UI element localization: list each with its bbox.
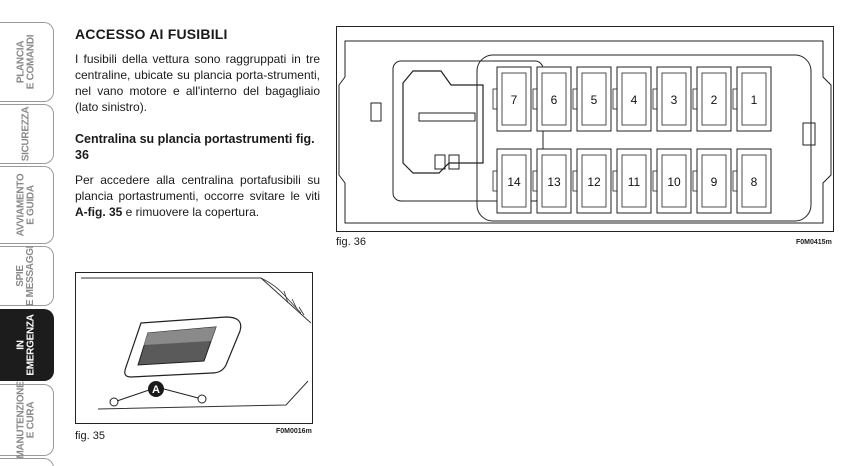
side-tab-label: MANUTENZIONE E CURA — [15, 381, 37, 459]
fuse-slot-8: 8 — [732, 148, 772, 214]
fuse-number: 5 — [591, 93, 598, 107]
side-tab-avviamento[interactable]: AVVIAMENTO E GUIDA — [0, 166, 54, 244]
side-tab-label: SICUREZZA — [20, 106, 32, 162]
subsection-title: Centralina su plancia portastrumenti fig… — [75, 132, 315, 162]
fuse-number: 8 — [751, 175, 758, 189]
fuse-box-figure: 7 6 5 4 3 2 1 14 13 12 11 10 9 8 — [336, 26, 834, 232]
fuse-number: 11 — [628, 175, 641, 189]
dashboard-cover-drawing: A — [81, 277, 312, 410]
figure-36-code: F0M0415m — [796, 239, 832, 246]
fuse-number: 1 — [751, 93, 758, 107]
side-tab-next[interactable] — [0, 458, 54, 466]
dashboard-cover-figure: A — [75, 272, 313, 424]
figure-35-caption: fig. 35 — [75, 430, 105, 442]
fuse-number: 6 — [551, 93, 558, 107]
fuse-number: 14 — [507, 175, 521, 189]
figure-35-code: F0M0016m — [276, 428, 312, 435]
fuse-number: 3 — [671, 93, 678, 107]
fuse-number: 2 — [711, 93, 718, 107]
figure-36-caption: fig. 36 — [336, 236, 366, 248]
fuse-slot-10: 10 — [652, 148, 692, 214]
side-tab-emergenza[interactable]: IN EMERGENZA — [0, 309, 54, 381]
fuse-number: 12 — [587, 175, 601, 189]
fuse-number: 7 — [511, 93, 518, 107]
fuse-slot-6: 6 — [532, 66, 572, 132]
side-tab-plancia[interactable]: PLANCIA E COMANDI — [0, 22, 54, 102]
figure-reference: A-fig. 35 — [75, 205, 123, 219]
side-tab-label: AVVIAMENTO E GUIDA — [15, 173, 37, 237]
fuse-slot-3: 3 — [652, 66, 692, 132]
side-tab-manutenzione[interactable]: MANUTENZIONE E CURA — [0, 381, 54, 459]
intro-paragraph: I fusibili della vettura sono raggruppat… — [75, 52, 320, 114]
fuse-slot-9: 9 — [692, 148, 732, 214]
side-tab-sicurezza[interactable]: SICUREZZA — [0, 104, 54, 164]
fuse-slot-2: 2 — [692, 66, 732, 132]
fuse-slot-11: 11 — [612, 148, 652, 214]
instruction-text: Per accedere alla centralina portafusibi… — [75, 173, 320, 203]
side-tab-spie[interactable]: SPIE E MESSAGGI — [0, 246, 54, 306]
fuse-slot-14: 14 — [492, 148, 532, 214]
instruction-paragraph: Per accedere alla centralina portafusibi… — [75, 172, 320, 220]
fuse-slot-4: 4 — [612, 66, 652, 132]
fuse-box-diagram: 7 6 5 4 3 2 1 14 13 12 11 10 9 8 — [338, 40, 832, 224]
fuse-slot-1: 1 — [732, 66, 772, 132]
fuse-slot-13: 13 — [532, 148, 572, 214]
instruction-text-end: e rimuovere la copertura. — [122, 205, 260, 219]
screw-marker-label: A — [152, 384, 160, 396]
section-title: ACCESSO AI FUSIBILI — [75, 26, 228, 42]
fuse-number: 13 — [547, 175, 561, 189]
fuse-slot-7: 7 — [492, 66, 532, 132]
fuse-number: 10 — [667, 175, 681, 189]
side-tab-label: IN EMERGENZA — [15, 314, 37, 376]
side-tab-label: PLANCIA E COMANDI — [15, 34, 37, 90]
fuse-number: 9 — [711, 175, 718, 189]
fuse-slot-5: 5 — [572, 66, 612, 132]
side-tab-label: SPIE E MESSAGGI — [15, 245, 37, 307]
fuse-slot-12: 12 — [572, 148, 612, 214]
fuse-number: 4 — [631, 93, 638, 107]
